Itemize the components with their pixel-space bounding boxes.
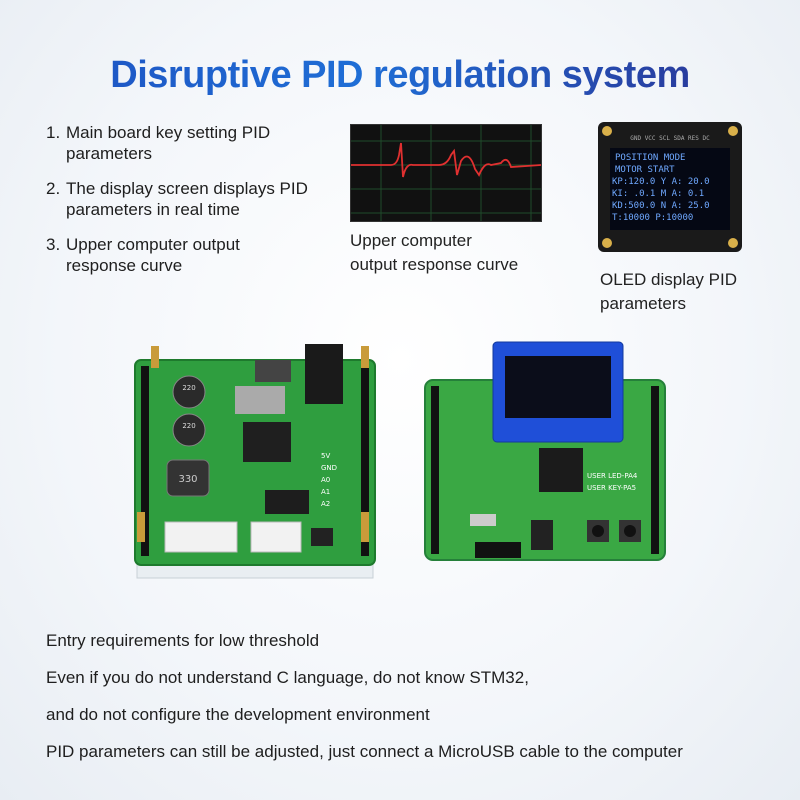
- boards-graphic: 220 220 330 5V GND A0 A1 A2: [134, 341, 666, 579]
- caption-line2: output response curve: [350, 255, 519, 274]
- oled-line: KD:500.0 N A: 25.0: [612, 201, 710, 211]
- inductor-label: 330: [178, 474, 197, 485]
- user-led-label: USER LED-PA4: [587, 472, 638, 480]
- pin-label: A0: [321, 476, 330, 484]
- capacitor-label: 220: [182, 384, 195, 392]
- feature-item: 2. The display screen displays PID param…: [46, 178, 346, 220]
- pin-label: A2: [321, 500, 330, 508]
- caption-line2: parameters: [600, 294, 686, 313]
- feature-text-line1: Upper computer output: [66, 235, 240, 254]
- oled-line: POSITION MODE: [615, 153, 685, 163]
- feature-text-line2: parameters: [66, 144, 152, 163]
- oled-line: KI: .0.1 M A: 0.1: [612, 189, 704, 199]
- oled-pin-labels: GND VCC SCL SDA RES DC: [630, 135, 710, 142]
- main-board: USER LED-PA4 USER KEY-PA5: [424, 341, 666, 561]
- oled-caption: OLED display PID parameters: [600, 268, 780, 316]
- feature-text-line2: parameters in real time: [66, 200, 240, 219]
- pin-label: GND: [321, 464, 337, 472]
- oled-line: MOTOR START: [615, 165, 675, 175]
- capacitor-label: 220: [182, 422, 195, 430]
- driver-board: 220 220 330 5V GND A0 A1 A2: [134, 344, 376, 579]
- response-curve-caption: Upper computer output response curve: [350, 229, 550, 277]
- feature-item: 1. Main board key setting PID parameters: [46, 122, 346, 164]
- response-curve-screen: [350, 124, 542, 222]
- pin-label: 5V: [321, 452, 330, 460]
- page-title: Disruptive PID regulation system: [0, 54, 800, 97]
- description-line: Even if you do not understand C language…: [46, 668, 529, 687]
- oled-line: T:10000 P:10000: [612, 213, 693, 223]
- feature-number: 3.: [46, 235, 61, 254]
- feature-number: 2.: [46, 179, 61, 198]
- response-curve-graphic: [351, 125, 542, 221]
- feature-text-line1: Main board key setting PID: [66, 123, 271, 142]
- feature-text-line1: The display screen displays PID: [66, 179, 308, 198]
- feature-text-line2: response curve: [66, 256, 183, 275]
- product-photo: 220 220 330 5V GND A0 A1 A2: [125, 330, 685, 590]
- description-line: Entry requirements for low threshold: [46, 631, 320, 650]
- caption-line1: OLED display PID: [600, 270, 737, 289]
- description-line: PID parameters can still be adjusted, ju…: [46, 742, 683, 761]
- description-line: and do not configure the development env…: [46, 705, 430, 724]
- user-key-label: USER KEY-PA5: [587, 484, 636, 492]
- feature-item: 3. Upper computer output response curve: [46, 234, 346, 276]
- oled-graphic: GND VCC SCL SDA RES DC POSITION MODE MOT…: [598, 122, 742, 252]
- feature-list: 1. Main board key setting PID parameters…: [46, 122, 346, 290]
- oled-line: KP:120.0 Y A: 20.0: [612, 177, 710, 187]
- caption-line1: Upper computer: [350, 231, 472, 250]
- description-block: Entry requirements for low threshold Eve…: [46, 630, 766, 778]
- pin-label: A1: [321, 488, 330, 496]
- oled-module: GND VCC SCL SDA RES DC POSITION MODE MOT…: [598, 122, 742, 252]
- feature-number: 1.: [46, 123, 61, 142]
